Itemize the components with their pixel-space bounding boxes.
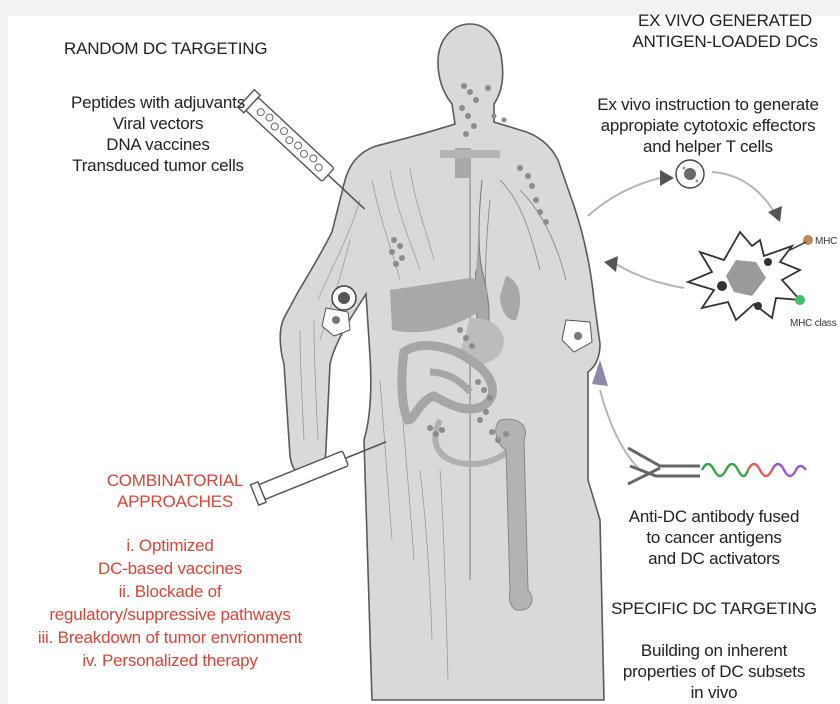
random-targeting-list: Peptides with adjuvants Viral vectors DN…	[42, 92, 274, 176]
combinatorial-heading-line: COMBINATORIAL	[60, 470, 290, 491]
specific-targeting-description: Building on inherent properties of DC su…	[604, 640, 824, 703]
antibody	[628, 448, 806, 484]
arrow-head-2	[768, 206, 782, 222]
random-targeting-item: DNA vaccines	[42, 134, 274, 155]
combinatorial-item: ii. Blockade of	[0, 580, 340, 603]
random-targeting-item: Transduced tumor cells	[42, 155, 274, 176]
arrow-dc-to-body	[616, 264, 684, 288]
antibody-description: Anti-DC antibody fused to cancer antigen…	[604, 506, 824, 569]
mhc-marker-2	[795, 295, 805, 305]
specific-targeting-heading: SPECIFIC DC TARGETING	[604, 598, 824, 619]
ex-vivo-description: Ex vivo instruction to generate appropia…	[576, 94, 840, 157]
mhc-label-1: MHC class	[815, 236, 840, 248]
arrow-cell-to-dc	[712, 172, 774, 212]
arrow-head-3	[604, 256, 618, 272]
random-targeting-heading: RANDOM DC TARGETING	[64, 38, 267, 59]
clavicle-bar	[440, 150, 500, 158]
combinatorial-item: i. Optimized	[0, 534, 340, 557]
combinatorial-heading: COMBINATORIAL APPROACHES	[60, 470, 290, 512]
combinatorial-item: DC-based vaccines	[0, 557, 340, 580]
combinatorial-heading-line: APPROACHES	[60, 491, 290, 512]
ex-vivo-description-line: Ex vivo instruction to generate	[576, 94, 840, 115]
antibody-description-line: Anti-DC antibody fused	[604, 506, 824, 527]
specific-targeting-description-line: properties of DC subsets	[604, 661, 824, 682]
antibody-description-line: to cancer antigens	[604, 527, 824, 548]
arrow-body-to-cell	[588, 178, 660, 216]
ex-vivo-description-line: appropiate cytotoxic effectors	[576, 115, 840, 136]
combinatorial-item: iii. Breakdown of tumor envrionment	[0, 626, 340, 649]
ex-vivo-heading-line: ANTIGEN-LOADED DCs	[610, 31, 840, 52]
antibody-description-line: and DC activators	[604, 548, 824, 569]
combinatorial-item: regulatory/suppressive pathways	[0, 603, 340, 626]
combinatorial-item: iv. Personalized therapy	[0, 649, 340, 672]
random-targeting-item: Viral vectors	[42, 113, 274, 134]
specific-targeting-description-line: Building on inherent	[604, 640, 824, 661]
ex-vivo-heading-line: EX VIVO GENERATED	[610, 10, 840, 31]
arrow-head-1	[660, 170, 674, 186]
ex-vivo-description-line: and helper T cells	[576, 136, 840, 157]
mhc-label-2: MHC class	[790, 318, 837, 330]
combinatorial-list: i. Optimized DC-based vaccines ii. Block…	[0, 534, 340, 672]
ex-vivo-heading: EX VIVO GENERATED ANTIGEN-LOADED DCs	[610, 10, 840, 52]
arrow-antibody-to-arm	[600, 390, 640, 470]
specific-targeting-description-line: in vivo	[604, 682, 824, 703]
random-targeting-item: Peptides with adjuvants	[42, 92, 274, 113]
